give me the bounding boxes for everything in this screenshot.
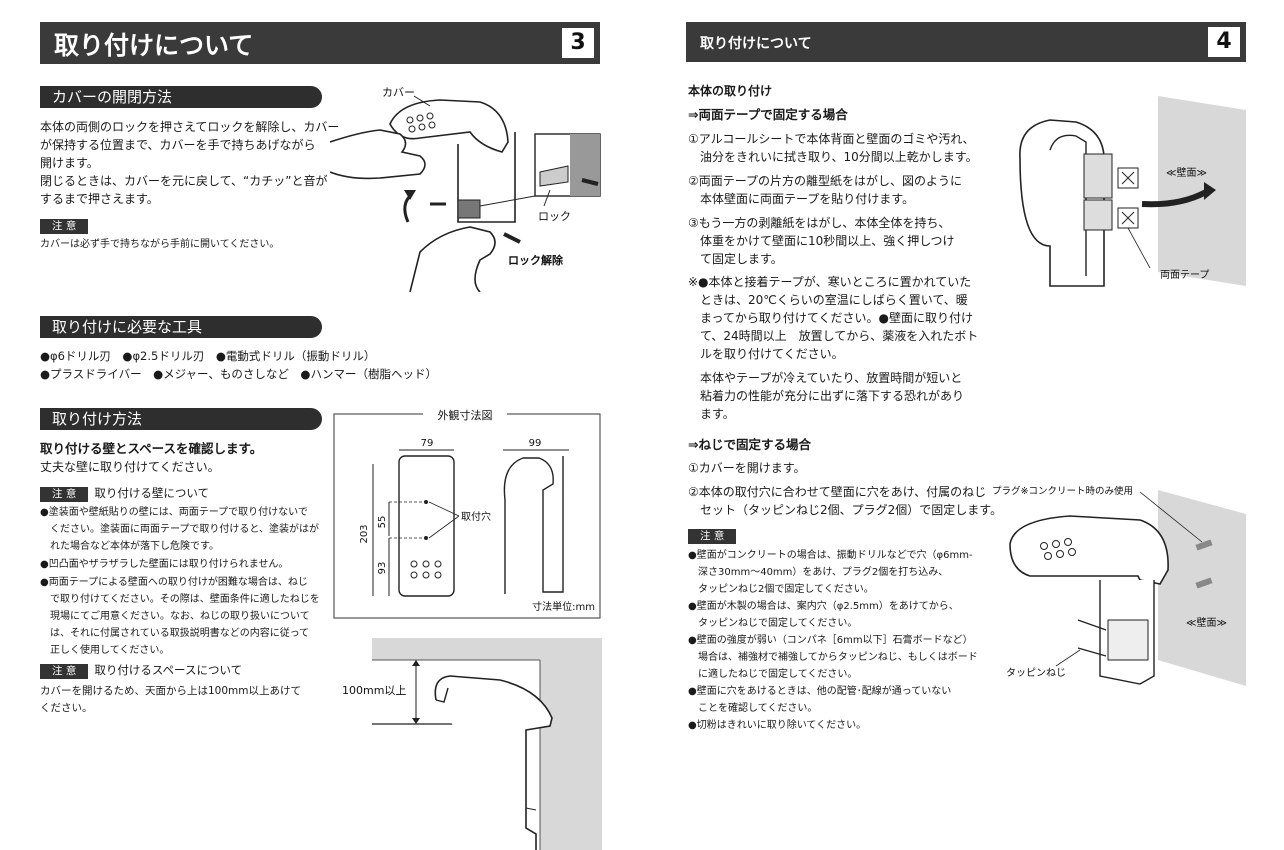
caution-space-line-1: カバーを開けるため、天面から上は100mm以上あけて [40,685,301,697]
caution-wall-line-7: 現場にてご用意ください。なお、ねじの取り扱いについて [40,611,310,622]
cover-line-2: が保持する位置まで、カバーを手で持ちあげながら [40,138,316,152]
caution-wall-line-1: ●塗装面や壁紙貼りの壁には、両面テープで取り付けないで [40,507,308,518]
caution-wall-line-9: 正しく使用してください。 [40,645,170,656]
cover-label: カバー [382,86,415,99]
right-caution-line-11: ●切粉はきれいに取り除いてください。 [688,720,867,731]
screw-line-3: セット（タッピンねじ2個、プラグ2個）で固定します。 [688,503,1003,517]
caution-wall-header: 注 意取り付ける壁について [40,485,209,502]
dims-w99: 99 [529,438,542,449]
screw-heading: ⇒ねじで固定する場合 [688,437,811,452]
cover-open-illustration: カバー ロック ロック解除 [330,86,601,292]
screw-line-1: ①カバーを開けます。 [688,461,806,475]
note-line-3: まってから取り付けてください。●壁面に取り付け [688,311,974,325]
tools-heading: 取り付けに必要な工具 [40,316,322,338]
caution-tag: 注 意 [40,219,89,234]
tape-line-5: ③もう一方の剥離紙をはがし、本体全体を持ち、 [688,216,951,230]
right-caution-line-3: タッピンねじ2個で固定してください。 [688,584,874,595]
tape-line-7: て固定します。 [688,252,783,266]
caution-tag: 注 意 [40,487,89,502]
caution-space-title: 取り付けるスペースについて [94,663,243,677]
note2-line-2: 粘着力の性能が充分に出ずに落下する恐れがあり [688,389,965,403]
caution-wall-line-6: で取り付けてください。その際は、壁面条件に適したねじを [40,594,320,605]
caution-wall-line-4: ●凹凸面やザラザラした壁面には取り付けられません。 [40,559,289,570]
left-page-number: 3 [562,28,594,58]
cover-caution-text: カバーは必ず手で持ちながら手前に開いてください。 [40,239,280,250]
screw-line-2: ②本体の取付穴に合わせて壁面に穴をあけ、付属のねじ [688,485,987,499]
cover-line-1: 本体の両側のロックを押さえてロックを解除し、カバー [40,120,340,134]
method-check-sub: 丈夫な壁に取り付けてください。 [40,460,220,474]
tools-line-1: ●φ6ドリル刃 ●φ2.5ドリル刃 ●電動式ドリル（振動ドリル） [40,349,376,363]
dims-h93: 93 [377,562,388,575]
caution-tag: 注 意 [688,529,737,544]
right-caution-line-10: ことを確認してください。 [688,703,818,714]
right-caution-header: 注 意 [688,528,742,545]
tape-line-1: ①アルコールシートで本体背面と壁面のゴミや汚れ、 [688,132,975,146]
tape-heading: ⇒両面テープで固定する場合 [688,107,848,122]
right-caution-line-7: 場合は、補強材で補強してからタッピンねじ、もしくはボード [688,652,978,663]
tape-line-6: 体重をかけて壁面に10秒間以上、強く押しつけ [688,234,955,248]
screw-mount-illustration: プラグ※コンクリート時のみ使用 ≪壁面≫ タッピンねじ [992,485,1246,686]
caution-wall-title: 取り付ける壁について [94,486,209,500]
method-heading: 取り付け方法 [40,408,322,430]
right-title-bar: 取り付けについて [686,22,1246,62]
caution-space-line-2: ください。 [40,702,93,714]
right-caution-line-8: に適したねじで固定してください。 [688,669,858,680]
note2-line-3: ます。 [688,407,735,421]
lock-label: ロック [538,210,571,223]
right-caution-line-4: ●壁面が木製の場合は、案内穴（φ2.5mm）をあけてから、 [688,601,959,612]
right-caution-line-6: ●壁面の強度が弱い（コンパネ［6mm以下］石膏ボードなど） [688,635,973,646]
tape-label: 両面テープ [1160,269,1209,281]
cover-heading: カバーの開閉方法 [40,86,322,108]
dims-w79: 79 [421,438,434,449]
space-label: 100mm以上 [342,684,406,697]
note2-line-1: 本体やテープが冷えていたり、放置時間が短いと [688,371,963,385]
right-caution-line-2: 深さ30mm〜40mm）をあけ、プラグ2個を打ち込み、 [688,567,949,578]
tools-line-2: ●プラスドライバー ●メジャー、ものさしなど ●ハンマー（樹脂ヘッド） [40,367,437,381]
method-check-title: 取り付ける壁とスペースを確認します。 [40,441,263,456]
screw-label: タッピンねじ [1006,667,1066,679]
note-line-5: ルを取り付けてください。 [688,347,844,361]
caution-wall-line-5: ●両面テープによる壁面への取り付けが困難な場合は、ねじ [40,577,308,588]
wall-label-top: ≪壁面≫ [1166,166,1207,179]
caution-wall-line-2: ください。塗装面に両面テープで取り付けると、塗装がはが [40,524,319,535]
tape-line-2: 油分をきれいに拭き取り、10分間以上乾かします。 [688,150,978,164]
caution-wall-line-3: れた場合など本体が落下し危険です。 [40,541,219,552]
dimension-drawing: 外観寸法図 79 203 55 93 取付穴 99 寸法単位:mm [333,406,601,619]
dims-h55: 55 [377,516,388,529]
cover-line-5: するまで押さえます。 [40,192,159,206]
right-caution-line-1: ●壁面がコンクリートの場合は、振動ドリルなどで穴（φ6mm- [688,550,973,561]
left-title-bar: 取り付けについて [40,22,600,64]
right-caution-line-9: ●壁面に穴をあけるときは、他の配管･配線が通っていない [688,686,952,697]
caution-wall-line-8: は、それに付属されている取扱説明書などの内容に従って [40,628,310,639]
note-line-1: ※●本体と接着テープが、寒いところに置かれていた [688,275,972,289]
dims-unit: 寸法単位:mm [532,600,595,613]
left-page-title: 取り付けについて [54,31,254,60]
space-illustration: 100mm以上 [342,638,602,850]
dims-hole-label: 取付穴 [461,510,491,523]
dims-title: 外観寸法図 [438,408,493,422]
tape-mount-illustration: ≪壁面≫ 両面テープ [1019,96,1246,287]
caution-space-header: 注 意取り付けるスペースについて [40,662,242,679]
unlock-label: ロック解除 [508,253,564,267]
caution-tag: 注 意 [40,664,89,679]
right-page-number: 4 [1208,27,1240,57]
body-mount-heading: 本体の取り付け [688,84,773,98]
note-line-2: ときは、20℃くらいの室温にしばらく置いて、暖 [688,293,968,307]
right-page-title: 取り付けについて [700,36,812,52]
tape-line-4: 本体壁面に両面テープを貼り付けます。 [688,192,915,206]
tape-line-3: ②両面テープの片方の離型紙をはがし、図のように [688,174,963,188]
plug-label: プラグ※コンクリート時のみ使用 [992,485,1133,497]
cover-line-3: 開けます。 [40,156,99,170]
dims-h203: 203 [359,524,370,543]
wall-label-bottom: ≪壁面≫ [1186,616,1227,629]
right-caution-line-5: タッピンねじで固定してください。 [688,618,858,629]
cover-line-4: 閉じるときは、カバーを元に戻して、“カチッ”と音が [40,174,328,188]
note-line-4: て、24時間以上 放置してから、薬液を入れたボト [688,329,979,343]
cover-caution: 注 意 [40,218,94,235]
